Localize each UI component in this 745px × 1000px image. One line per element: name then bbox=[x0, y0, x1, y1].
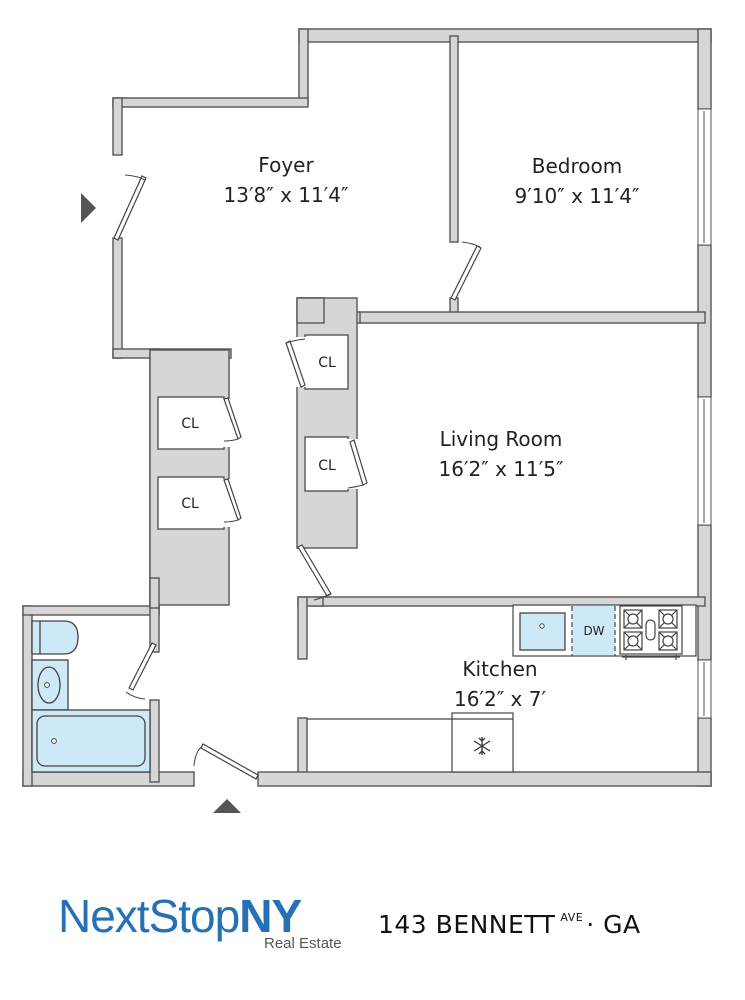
dishwasher-label: DW bbox=[583, 624, 604, 638]
sink-icon bbox=[519, 612, 566, 651]
closet-label: CL bbox=[181, 416, 199, 432]
kitchen-dimensions: 16′2″ x 7′ bbox=[454, 687, 546, 711]
address-separator: · bbox=[586, 910, 595, 939]
kitchen-name: Kitchen bbox=[462, 657, 537, 681]
living-room-dimensions: 16′2″ x 11′5″ bbox=[439, 457, 564, 481]
kitchen-fixtures: DW bbox=[307, 604, 697, 773]
walls bbox=[22, 28, 712, 787]
snowflake-icon bbox=[473, 737, 491, 755]
dishwasher bbox=[572, 606, 615, 655]
bedroom-dimensions: 9′10″ x 11′4″ bbox=[515, 184, 640, 208]
closet-block-right bbox=[296, 297, 358, 549]
closet-block-left bbox=[149, 349, 232, 609]
foyer-dimensions: 13′8″ x 11′4″ bbox=[224, 183, 349, 207]
logo-bold: NY bbox=[239, 890, 302, 942]
living-room-name: Living Room bbox=[440, 427, 563, 451]
address-street: 143 BENNETT bbox=[378, 910, 556, 939]
brand-logo: NextStopNY bbox=[58, 890, 302, 942]
toilet-icon bbox=[31, 620, 79, 655]
entry-arrow-bottom-icon bbox=[213, 799, 241, 813]
stove-burners-icon bbox=[619, 605, 683, 660]
room-labels: Foyer 13′8″ x 11′4″ Bedroom 9′10″ x 11′4… bbox=[181, 153, 639, 711]
bedroom-name: Bedroom bbox=[532, 154, 622, 178]
floor-plan: DW bbox=[22, 28, 712, 813]
logo-main: NextStop bbox=[58, 890, 240, 942]
foyer-name: Foyer bbox=[258, 153, 314, 177]
logo-subtitle: Real Estate bbox=[264, 935, 342, 952]
closet-label: CL bbox=[181, 496, 199, 512]
address-suffix: AVE bbox=[560, 911, 584, 924]
closet-label: CL bbox=[318, 458, 336, 474]
windows bbox=[697, 108, 712, 719]
closet-label: CL bbox=[318, 355, 336, 371]
bathroom-fixtures bbox=[31, 620, 151, 773]
doors bbox=[113, 174, 482, 780]
footer: NextStopNY Real Estate 143 BENNETT AVE· G… bbox=[58, 893, 698, 963]
address-unit: GA bbox=[603, 910, 641, 939]
property-address: 143 BENNETT AVE· GA bbox=[378, 910, 641, 939]
entry-arrow-left-icon bbox=[81, 193, 96, 223]
